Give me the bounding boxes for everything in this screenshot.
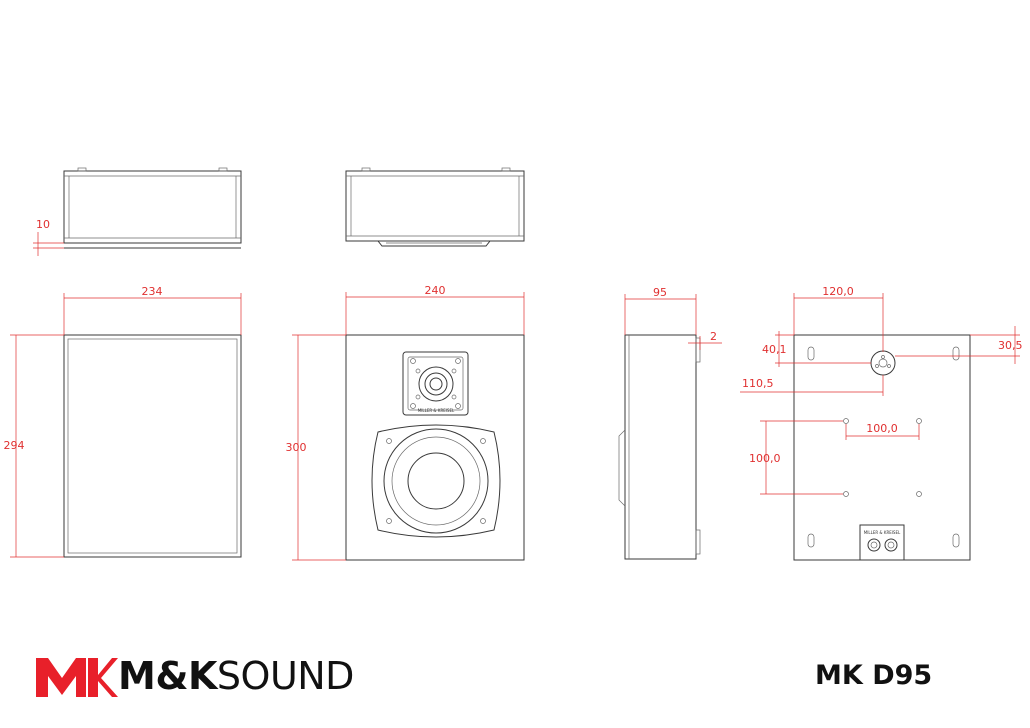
brand-wordmark: M&KSOUND xyxy=(118,653,354,699)
dim-terminal-y-label: 40,1 xyxy=(762,343,787,356)
dim-mount-spacing-v: 100,0 xyxy=(749,420,843,495)
dim-height-baffle: 300 xyxy=(286,334,346,561)
top-view-left xyxy=(63,167,242,249)
terminal-plate-text: MILLER & KREISEL xyxy=(864,530,901,535)
dim-terminal-right: 30,5 xyxy=(895,326,1023,364)
dim-height-baffle-label: 300 xyxy=(286,441,307,454)
dim-depth: 95 xyxy=(624,286,697,335)
dim-mount-spacing-h-label: 100,0 xyxy=(866,422,898,435)
dim-height-front-label: 294 xyxy=(4,439,25,452)
dim-rear-offset-label: 2 xyxy=(710,330,717,343)
dim-rear-offset: 2 xyxy=(688,330,722,350)
dim-terminal-right-label: 30,5 xyxy=(998,339,1023,352)
baffle-view: MILLER & KREISEL xyxy=(345,334,525,561)
dim-terminal-x: 120,0 xyxy=(793,285,884,352)
dim-terminal-y: 40,1 xyxy=(762,331,871,367)
dim-depth-label: 95 xyxy=(653,286,667,299)
terminal-plate: MILLER & KREISEL xyxy=(859,524,905,561)
dim-mount-spacing-v-label: 100,0 xyxy=(749,452,781,465)
model-title: MK D95 xyxy=(815,660,933,691)
tweeter-badge-text: MILLER & KREISEL xyxy=(418,408,455,413)
dim-base-height: 10 xyxy=(33,218,64,256)
dim-terminal-left-label: 110,5 xyxy=(742,377,774,390)
dim-width-front: 234 xyxy=(63,285,242,335)
mk-logo-mark xyxy=(36,658,118,697)
woofer xyxy=(371,424,501,538)
rear-view: MILLER & KREISEL xyxy=(793,334,971,561)
front-grille-view xyxy=(63,334,242,558)
side-view xyxy=(618,334,701,560)
brand-word: SOUND xyxy=(216,654,355,698)
tweeter: MILLER & KREISEL xyxy=(402,351,469,416)
dim-width-baffle-label: 240 xyxy=(425,284,446,297)
dim-terminal-x-label: 120,0 xyxy=(822,285,854,298)
dim-mount-spacing-h: 100,0 xyxy=(845,422,920,440)
dim-width-baffle: 240 xyxy=(345,284,525,335)
dim-width-front-label: 234 xyxy=(142,285,163,298)
dim-terminal-left: 110,5 xyxy=(740,375,884,396)
dim-base-height-label: 10 xyxy=(36,218,50,231)
brand-name: M&K xyxy=(118,654,217,698)
top-view-middle xyxy=(345,167,525,247)
dim-height-front: 294 xyxy=(4,334,64,558)
